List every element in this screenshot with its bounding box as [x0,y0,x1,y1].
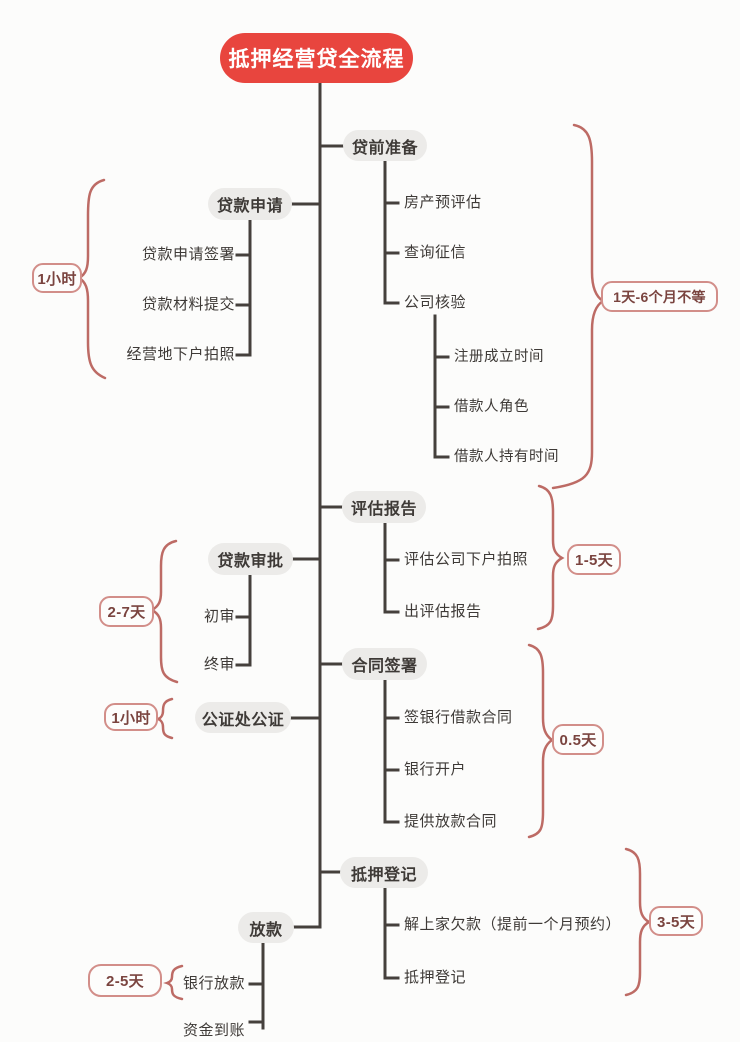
root-node: 抵押经营贷全流程 [220,33,413,83]
child-item: 贷款材料提交 [141,296,235,313]
node-notarization: 公证处公证 [195,702,291,733]
duration-mortgage-registration: 3-5天 [649,906,703,936]
brace-mortgage-registration [624,847,652,997]
duration-appraisal-report: 1-5天 [567,544,621,575]
brace-contract-signing [527,643,555,839]
child-item: 借款人持有时间 [454,449,559,465]
child-item: 借款人角色 [454,399,529,415]
brace-loan-application [76,178,107,380]
child-item: 资金到账 [182,1022,245,1039]
node-label: 合同签署 [351,658,418,675]
node-label: 放款 [249,921,283,939]
node-contract-signing: 合同签署 [342,648,427,680]
node-mortgage-registration: 抵押登记 [340,857,428,888]
duration-contract-signing: 0.5天 [552,724,604,755]
child-item: 查询征信 [404,244,467,261]
node-loan-approval: 贷款审批 [208,543,293,575]
child-item: 贷款申请签署 [141,246,235,263]
child-item: 签银行借款合同 [404,709,513,726]
node-label: 贷款申请 [216,198,283,215]
node-label: 公证处公证 [201,711,285,729]
brace-loan-approval [149,539,179,684]
duration-notarization: 1小时 [104,703,158,731]
child-item: 经营地下户拍照 [126,346,235,363]
child-item: 初审 [203,608,235,625]
duration-disbursement: 2-5天 [88,964,162,997]
duration-loan-application: 1小时 [32,263,82,293]
child-item: 评估公司下户拍照 [404,551,529,568]
node-label: 贷款审批 [217,553,284,570]
root-node-label: 抵押经营贷全流程 [228,48,405,71]
node-loan-application: 贷款申请 [208,188,292,220]
node-appraisal-report: 评估报告 [342,491,426,523]
node-label: 抵押登记 [350,866,417,884]
child-item: 房产预评估 [404,194,482,211]
child-item: 解上家欠款（提前一个月预约） [404,916,622,933]
child-item: 出评估报告 [404,603,482,620]
node-label: 贷前准备 [351,139,418,157]
child-item: 抵押登记 [404,969,467,986]
child-item: 银行放款 [182,975,245,992]
brace-notarization [154,697,174,740]
node-disbursement: 放款 [238,912,294,943]
node-loan-preparation: 贷前准备 [343,130,427,161]
child-item: 注册成立时间 [454,349,544,365]
trunk-line [292,82,322,929]
child-item: 提供放款合同 [404,813,498,830]
brace-appraisal-report [536,484,565,631]
brace-loan-preparation [551,123,606,490]
child-item: 银行开户 [404,761,467,778]
duration-loan-approval: 2-7天 [99,596,154,627]
brace-disbursement [163,964,184,1001]
duration-loan-preparation: 1天-6个月不等 [601,281,718,312]
child-item: 终审 [203,656,235,673]
node-label: 评估报告 [350,501,417,518]
child-item: 公司核验 [404,294,467,311]
